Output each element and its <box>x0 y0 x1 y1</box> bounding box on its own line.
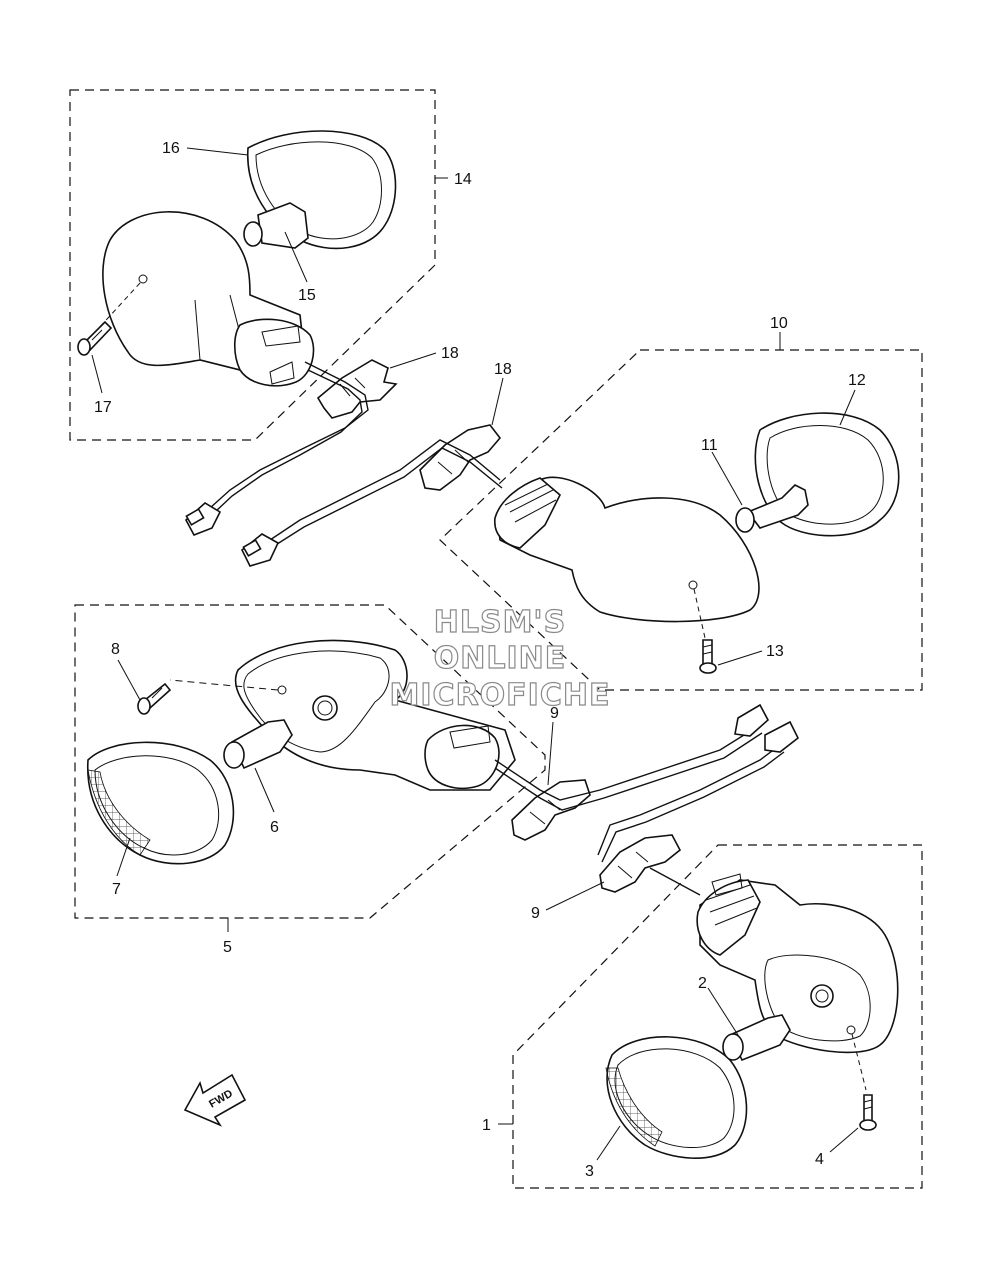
callout-18a: 18 <box>441 345 459 362</box>
callout-17: 17 <box>94 399 112 416</box>
lens-7 <box>87 741 235 865</box>
watermark-line-1: HLSM'S <box>434 605 566 640</box>
bracket-9b <box>599 834 682 893</box>
callout-16: 16 <box>162 140 180 157</box>
lens-3 <box>605 1036 748 1159</box>
callout-15: 15 <box>298 287 316 304</box>
screw-4 <box>859 1094 877 1131</box>
assembly-14-box <box>69 89 436 441</box>
callout-2: 2 <box>698 975 707 992</box>
assembly-10-box <box>439 349 923 691</box>
callout-12: 12 <box>848 372 866 389</box>
callout-1: 1 <box>482 1117 491 1134</box>
screw-17 <box>77 320 113 356</box>
callout-9a: 9 <box>550 705 559 722</box>
callout-18b: 18 <box>494 361 512 378</box>
callout-8: 8 <box>111 641 120 658</box>
callout-13: 13 <box>766 643 784 660</box>
callout-7: 7 <box>112 881 121 898</box>
assembly-5-box <box>74 604 546 919</box>
callout-10: 10 <box>770 315 788 332</box>
fwd-arrow-icon: FWD <box>183 1073 247 1127</box>
bulb-11 <box>735 484 809 533</box>
bulb-6 <box>223 719 293 770</box>
turn-signal-housing-5 <box>169 639 516 791</box>
wire-harness-10 <box>240 439 503 567</box>
callout-9b: 9 <box>531 905 540 922</box>
turn-signal-housing-10 <box>494 476 760 639</box>
bulb-2 <box>722 1014 791 1062</box>
watermark: HLSM'S ONLINE MICROFICHE <box>389 604 611 713</box>
watermark-line-3: MICROFICHE <box>390 678 611 713</box>
wire-harness-5-1 <box>494 703 800 896</box>
assembly-1-box <box>512 844 923 1189</box>
bulb-15 <box>243 202 309 249</box>
callout-4: 4 <box>815 1151 824 1168</box>
callout-3: 3 <box>585 1163 594 1180</box>
wire-harness-14 <box>184 361 369 537</box>
turn-signal-housing-1 <box>696 873 899 1091</box>
leader-lines <box>91 147 859 1161</box>
callout-11: 11 <box>701 437 718 454</box>
turn-signal-housing-14 <box>96 211 315 387</box>
callouts: 16 14 15 17 18 18 10 12 11 13 8 6 7 9 9 … <box>94 140 866 1180</box>
callout-6: 6 <box>270 819 279 836</box>
watermark-line-2: ONLINE <box>434 641 567 676</box>
bracket-9a <box>511 779 591 841</box>
callout-5: 5 <box>223 939 232 956</box>
screw-8 <box>137 682 172 715</box>
callout-14: 14 <box>454 171 472 188</box>
screw-13 <box>699 639 717 674</box>
